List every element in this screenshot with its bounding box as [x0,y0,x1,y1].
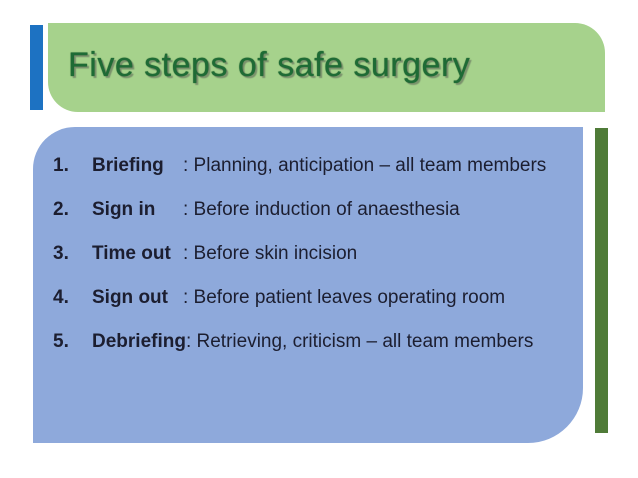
step-term: Sign out [92,287,168,308]
step-term: Debriefing [92,331,186,352]
step-number: 2. [53,199,69,220]
step-number: 1. [53,155,69,176]
step-number: 5. [53,331,69,352]
content-panel: 1. Briefing : Planning, anticipation – a… [33,127,583,443]
step-term: Briefing [92,155,164,176]
list-item: 5. Debriefing : Retrieving, criticism – … [53,332,573,352]
step-description: : Before patient leaves operating room [183,287,506,308]
step-description: : Retrieving, criticism – all team membe… [185,331,534,352]
step-term: Time out [92,243,171,264]
list-item: 4. Sign out : Before patient leaves oper… [53,288,573,308]
step-description: : Before skin incision [183,243,358,264]
left-blue-accent-bar [30,25,43,110]
page-title: Five steps of safe surgery [68,46,471,84]
step-description: : Before induction of anaesthesia [183,199,460,220]
list-item: 3. Time out : Before skin incision [53,244,573,264]
step-term: Sign in [92,199,156,220]
step-description: : Planning, anticipation – all team memb… [183,155,547,176]
list-item: 2. Sign in : Before induction of anaesth… [53,200,573,220]
step-number: 3. [53,243,69,264]
right-green-accent-bar [595,128,608,433]
steps-list: 1. Briefing : Planning, anticipation – a… [53,156,573,352]
list-item: 1. Briefing : Planning, anticipation – a… [53,156,573,176]
step-number: 4. [53,287,69,308]
title-banner: Five steps of safe surgery [48,23,605,112]
